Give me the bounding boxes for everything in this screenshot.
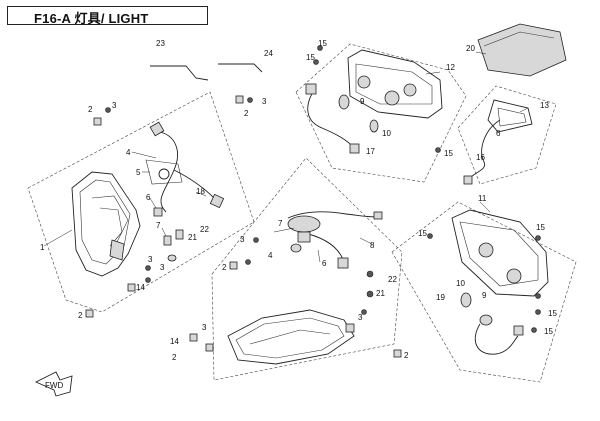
group-outline-top <box>295 43 467 183</box>
callout-21-b: 21 <box>376 289 385 298</box>
callout-13: 13 <box>540 101 549 110</box>
callout-20: 20 <box>466 44 475 53</box>
callout-6: 6 <box>146 193 151 202</box>
callout-6-b: 6 <box>496 129 501 138</box>
diagram-title-box: F16-A 灯具/ LIGHT <box>7 6 208 26</box>
callout-7: 7 <box>156 221 161 230</box>
callout-2-c: 2 <box>222 263 227 272</box>
left-wiring-harness <box>145 121 225 213</box>
callout-18: 18 <box>196 187 205 196</box>
group-outline-right <box>391 201 577 383</box>
callout-3-g: 3 <box>160 263 165 272</box>
callout-21: 21 <box>188 233 197 242</box>
callout-1: 1 <box>40 243 45 252</box>
callout-15-g: 15 <box>544 327 553 336</box>
callout-15: 15 <box>318 39 327 48</box>
callout-23: 23 <box>156 39 165 48</box>
leader-lines <box>43 51 529 263</box>
callout-2: 2 <box>88 105 93 114</box>
cover-panel <box>477 23 567 77</box>
group-outline-small <box>457 85 557 185</box>
callout-10: 10 <box>382 129 391 138</box>
callout-22-b: 22 <box>388 275 397 284</box>
callout-3-e: 3 <box>202 323 207 332</box>
callout-9: 9 <box>360 97 365 106</box>
callout-15-f: 15 <box>548 309 557 318</box>
callout-3-c: 3 <box>240 235 245 244</box>
fwd-arrow-icon: FWD <box>34 371 73 397</box>
callout-19: 19 <box>436 293 445 302</box>
callout-4: 4 <box>126 148 131 157</box>
brackets <box>150 63 263 81</box>
diagram-title: F16-A 灯具/ LIGHT <box>34 11 149 26</box>
callout-15-c: 15 <box>444 149 453 158</box>
callout-3-d: 3 <box>358 313 363 322</box>
callout-15-e: 15 <box>536 223 545 232</box>
callout-24: 24 <box>264 49 273 58</box>
group-outline-left <box>27 91 255 313</box>
callout-11: 11 <box>478 194 487 203</box>
callout-14-b: 14 <box>170 337 179 346</box>
callout-16: 16 <box>476 153 485 162</box>
callout-2-d: 2 <box>404 351 409 360</box>
callout-2-b: 2 <box>244 109 249 118</box>
center-wiring-harness <box>287 211 383 269</box>
callout-7-b: 7 <box>278 219 283 228</box>
callout-12: 12 <box>446 63 455 72</box>
callout-22: 22 <box>200 225 209 234</box>
small-light-assembly <box>463 99 533 185</box>
callout-10-b: 10 <box>456 279 465 288</box>
callout-15-d: 15 <box>418 229 427 238</box>
callout-labels: 1 2 3 4 5 6 7 8 9 10 11 12 13 14 15 16 1… <box>40 39 557 362</box>
left-bulb-sockets <box>153 207 184 262</box>
right-headlight-assembly <box>451 209 549 355</box>
screws-and-clips <box>85 45 541 358</box>
callout-2-e: 2 <box>172 353 177 362</box>
callout-9-b: 9 <box>482 291 487 300</box>
center-headlight-assembly <box>227 309 355 365</box>
callout-8: 8 <box>370 241 375 250</box>
callout-5: 5 <box>136 168 141 177</box>
center-bulb <box>287 215 321 253</box>
callout-17: 17 <box>366 147 375 156</box>
callout-3-f: 3 <box>148 255 153 264</box>
fwd-label: FWD <box>45 381 63 390</box>
callout-15-b: 15 <box>306 53 315 62</box>
callout-4-b: 4 <box>268 251 273 260</box>
callout-14: 14 <box>136 283 145 292</box>
callout-2-f: 2 <box>78 311 83 320</box>
group-outline-center <box>211 157 403 381</box>
callout-3-b: 3 <box>262 97 267 106</box>
left-headlight-assembly <box>71 171 141 277</box>
top-taillight-assembly <box>305 49 443 154</box>
callout-6-c: 6 <box>322 259 327 268</box>
callout-3: 3 <box>112 101 117 110</box>
